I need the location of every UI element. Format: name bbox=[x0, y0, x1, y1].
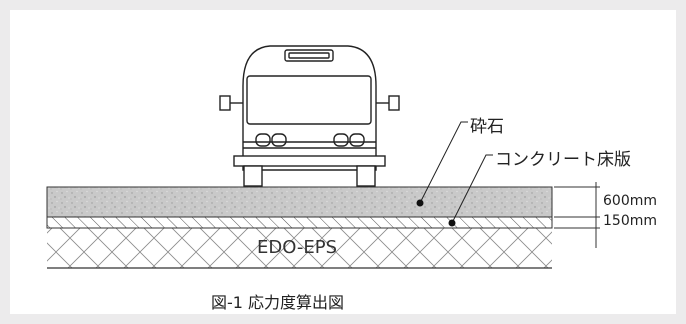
eps-layer bbox=[47, 228, 552, 268]
dimension-lines bbox=[554, 182, 600, 248]
concrete-slab-label: コンクリート床版 bbox=[495, 150, 631, 170]
slab-leader bbox=[448, 154, 493, 227]
bus-icon bbox=[219, 45, 400, 187]
gravel-layer bbox=[46, 186, 553, 218]
eps-label: EDO-EPS bbox=[257, 237, 338, 258]
concrete-slab-layer bbox=[46, 216, 553, 229]
gravel-label: 砕石 bbox=[470, 117, 504, 137]
gravel-leader bbox=[416, 121, 468, 207]
slab-thickness-label: 150mm bbox=[603, 213, 657, 229]
gravel-thickness-label: 600mm bbox=[603, 193, 657, 209]
figure-caption: 図-1 応力度算出図 bbox=[211, 293, 345, 312]
